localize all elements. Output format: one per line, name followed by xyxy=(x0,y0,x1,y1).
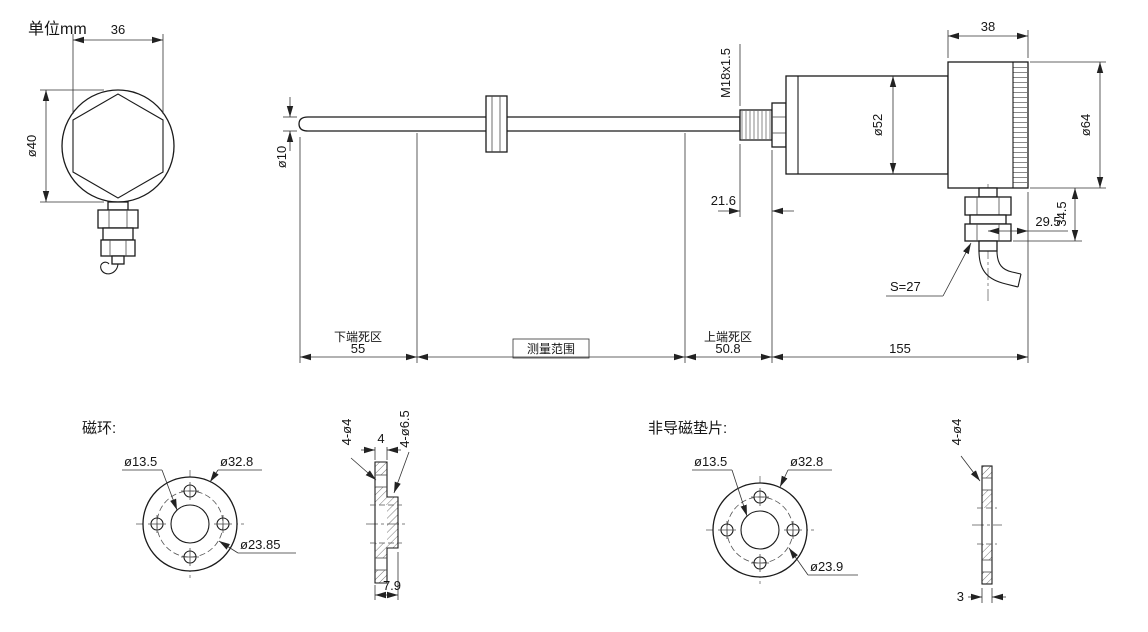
thread-section xyxy=(739,109,773,141)
svg-text:38: 38 xyxy=(981,19,995,34)
dim-ring-outer: ø32.8 xyxy=(209,454,262,483)
dim-gland-offset: 29.5 xyxy=(988,214,1068,235)
hex-collar xyxy=(771,102,787,148)
svg-text:ø32.8: ø32.8 xyxy=(220,454,253,469)
svg-text:29.5: 29.5 xyxy=(1035,214,1060,229)
dim-ring-bore: ø13.5 xyxy=(122,454,178,511)
dim-ring-bolt-circle: ø23.85 xyxy=(218,537,296,554)
svg-text:21.6: 21.6 xyxy=(711,193,736,208)
magnet-ring-section-view: 4-ø4 4 4-ø6.5 7.9 xyxy=(339,410,412,600)
float-magnet-collar xyxy=(485,95,508,153)
lower-dead-zone-label: 下端死区 xyxy=(334,330,382,344)
svg-text:ø10: ø10 xyxy=(274,146,289,168)
dim-ring-holes: 4-ø4 xyxy=(339,419,377,481)
elbow-inner xyxy=(996,250,1022,275)
measuring-range-label: 测量范围 xyxy=(527,342,575,356)
sensor-head xyxy=(947,61,1029,189)
dim-body-dia: ø52 xyxy=(870,76,897,174)
dim-ring-thickness: 7.9 xyxy=(374,552,401,600)
svg-text:3: 3 xyxy=(957,589,964,604)
dim-hex-width: 36 xyxy=(72,22,164,114)
spacer-section-view: 4-ø4 3 xyxy=(949,419,1006,604)
dim-spacer-thickness: 3 xyxy=(957,588,1006,604)
head-cable-gland xyxy=(964,184,1022,302)
end-view-cable-gland xyxy=(97,201,139,275)
end-view: 36 ø40 xyxy=(24,22,175,275)
svg-text:M18x1.5: M18x1.5 xyxy=(718,48,733,98)
svg-text:7.9: 7.9 xyxy=(383,578,401,593)
svg-text:4-ø4: 4-ø4 xyxy=(339,419,354,446)
zone-dimension-chain: 下端死区 55 测量范围 上端死区 50.8 155 xyxy=(299,133,1029,363)
svg-text:4: 4 xyxy=(377,431,384,446)
housing-length-value: 155 xyxy=(889,341,911,356)
svg-text:ø23.9: ø23.9 xyxy=(810,559,843,574)
lower-dead-zone-value: 55 xyxy=(351,341,365,356)
hex-nut-outline xyxy=(72,93,164,199)
svg-text:ø64: ø64 xyxy=(1078,114,1093,136)
dim-spacer-bore: ø13.5 xyxy=(692,454,748,517)
spacer-label: 非导磁垫片: xyxy=(648,420,727,437)
svg-text:36: 36 xyxy=(111,22,125,37)
main-dimensions: ø10 M18x1.5 21.6 38 ø52 xyxy=(274,19,1106,297)
sensor-body xyxy=(785,75,949,175)
svg-text:ø40: ø40 xyxy=(24,135,39,157)
dim-ring-counterbore: 4-ø6.5 xyxy=(393,410,412,494)
sensor-rod xyxy=(298,116,741,132)
bolt-holes xyxy=(718,488,802,572)
svg-text:ø13.5: ø13.5 xyxy=(694,454,727,469)
dim-ring-hub-width: 4 xyxy=(361,431,401,460)
dim-wrench-size: S=27 xyxy=(886,242,972,297)
svg-text:4-ø6.5: 4-ø6.5 xyxy=(397,410,412,448)
elbow-outer xyxy=(978,250,1019,288)
dim-flange-dia: ø40 xyxy=(24,89,104,203)
dim-head-width: 38 xyxy=(947,19,1029,58)
svg-text:34.5: 34.5 xyxy=(1054,201,1069,226)
dim-spacer-holes: 4-ø4 xyxy=(949,419,981,482)
upper-dead-zone-label: 上端死区 xyxy=(704,330,752,344)
svg-text:4-ø4: 4-ø4 xyxy=(949,419,964,446)
dim-spacer-bolt-circle: ø23.9 xyxy=(788,547,858,576)
dim-thread-spec: M18x1.5 xyxy=(718,44,741,106)
svg-text:ø32.8: ø32.8 xyxy=(790,454,823,469)
svg-text:ø52: ø52 xyxy=(870,114,885,136)
upper-dead-zone-value: 50.8 xyxy=(715,341,740,356)
dim-rod-dia: ø10 xyxy=(274,97,297,168)
main-assembly xyxy=(298,61,1029,302)
bolt-holes xyxy=(148,482,232,566)
range-label-box xyxy=(512,338,590,359)
svg-text:ø13.5: ø13.5 xyxy=(124,454,157,469)
magnet-ring-label: 磁环: xyxy=(82,420,116,437)
dim-thread-length: 21.6 xyxy=(711,144,794,217)
unit-note: 单位mm xyxy=(28,20,87,38)
dim-gland-drop: 34.5 xyxy=(1013,188,1082,242)
svg-text:ø23.85: ø23.85 xyxy=(240,537,280,552)
dim-spacer-outer: ø32.8 xyxy=(779,454,832,488)
magnet-ring-front-view: ø13.5 ø32.8 ø23.85 xyxy=(122,454,296,578)
spacer-front-view: ø13.5 ø32.8 ø23.9 xyxy=(692,454,858,584)
dim-head-dia: ø64 xyxy=(1030,61,1106,189)
svg-text:S=27: S=27 xyxy=(890,279,921,294)
cable-curl xyxy=(100,261,119,275)
